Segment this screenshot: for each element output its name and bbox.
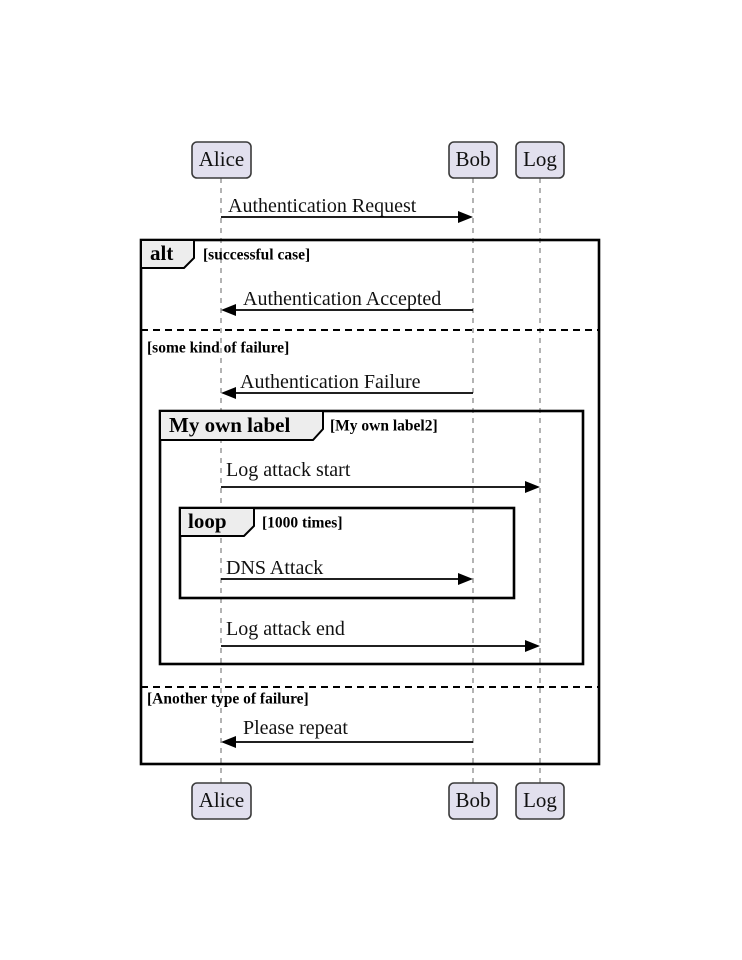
fragment-loop[interactable]: loop [1000 times] [178,506,516,600]
message-log-attack-start-arrowhead [525,481,540,493]
fragment-loop-guard: [1000 times] [262,515,343,532]
participant-header-alice-box [191,141,252,179]
fragment-my-own-label[interactable]: My own label [My own label2] [158,409,585,666]
participant-footer-bob-box [448,782,498,820]
message-log-attack-end-arrowhead [525,640,540,652]
message-log-attack-end-label: Log attack end [226,618,345,640]
participant-footer-bob-label: Bob [455,788,490,812]
participant-header-log[interactable]: Log [515,141,565,179]
message-please-repeat-label: Please repeat [243,717,348,739]
message-please-repeat[interactable]: Please repeat [221,717,473,748]
message-please-repeat-arrowhead [221,736,236,748]
fragment-alt-divider-2-guard: [Another type of failure] [147,691,309,708]
participant-header-bob-box [448,141,498,179]
message-dns-attack[interactable]: DNS Attack [221,557,473,585]
message-auth-failure[interactable]: Authentication Failure [221,371,473,399]
participant-header-bob[interactable]: Bob [448,141,498,179]
fragment-loop-operator: loop [188,509,227,533]
participant-footer-bob[interactable]: Bob [448,782,498,820]
message-auth-accepted-label: Authentication Accepted [243,288,441,310]
message-dns-attack-arrowhead [458,573,473,585]
fragment-my-own-label-guard: [My own label2] [330,418,438,435]
message-auth-request-label: Authentication Request [228,195,417,217]
fragment-my-own-label-tag-shape [159,410,324,441]
message-log-attack-start[interactable]: Log attack start [221,459,540,493]
message-auth-request-arrowhead [458,211,473,223]
message-auth-request[interactable]: Authentication Request [221,195,473,223]
fragment-alt-tag-shape [140,239,195,269]
fragment-loop-tag-shape [179,507,255,537]
message-auth-failure-label: Authentication Failure [240,371,421,393]
message-log-attack-end[interactable]: Log attack end [221,618,540,652]
fragment-loop-border [178,506,516,600]
fragment-my-own-label-border [158,409,585,666]
participant-footer-log-label: Log [523,788,557,812]
participant-header-alice-label: Alice [199,147,244,171]
participant-footer-log[interactable]: Log [515,782,565,820]
fragment-alt-operator: alt [150,241,173,265]
participant-footer-log-box [515,782,565,820]
participant-footer-alice[interactable]: Alice [191,782,252,820]
participant-footer-alice-box [191,782,252,820]
participant-header-alice[interactable]: Alice [191,141,252,179]
participant-header-bob-label: Bob [455,147,490,171]
fragment-my-own-label-operator: My own label [169,413,291,437]
message-dns-attack-label: DNS Attack [226,557,323,579]
fragment-alt-divider-1-guard: [some kind of failure] [147,340,289,357]
participant-header-log-box [515,141,565,179]
message-auth-accepted-arrowhead [221,304,236,316]
message-log-attack-start-label: Log attack start [226,459,351,481]
participant-header-log-label: Log [523,147,557,171]
fragment-alt[interactable]: alt [successful case] [some kind of fail… [139,238,601,766]
participant-footer-alice-label: Alice [199,788,244,812]
fragment-alt-border [139,238,601,766]
fragment-alt-guard: [successful case] [203,247,310,264]
message-auth-failure-arrowhead [221,387,236,399]
message-auth-accepted[interactable]: Authentication Accepted [221,288,473,316]
lifelines [220,178,541,783]
